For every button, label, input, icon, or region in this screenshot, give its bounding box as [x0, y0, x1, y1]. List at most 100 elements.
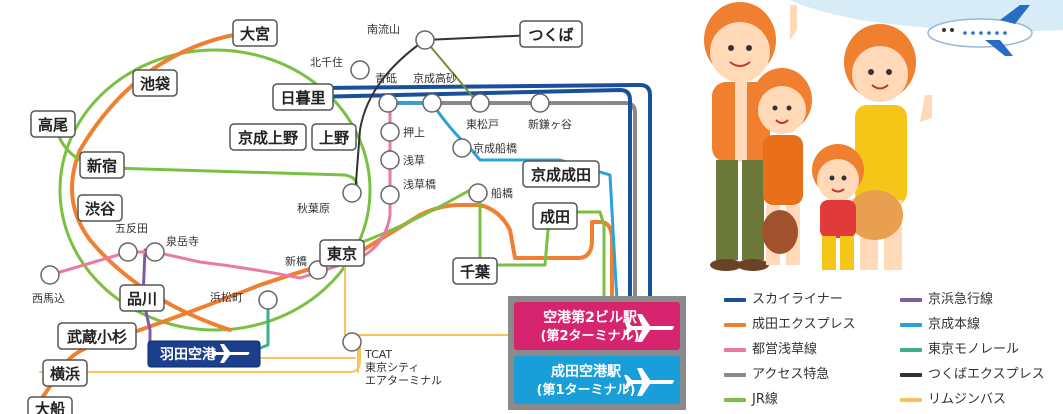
station-tokyo: 東京 — [319, 239, 365, 267]
svg-text:京成上野: 京成上野 — [238, 129, 298, 147]
label-minaminagareyama: 南流山 — [367, 22, 400, 36]
label-gotanda: 五反田 — [115, 222, 148, 235]
dot-keisei-funabashi — [452, 138, 472, 158]
legend-swatch — [900, 297, 922, 302]
narita-t2-box[interactable]: 空港第2ビル駅 (第2ターミナル) — [514, 302, 680, 350]
label-keisei-funabashi: 京成船橋 — [473, 141, 517, 155]
dot-oshiage — [380, 122, 400, 142]
dot-higashimatsudo — [470, 93, 490, 113]
station-narita: 成田 — [532, 202, 578, 230]
dot-asakusa — [380, 150, 400, 170]
legend-label: 成田エクスプレス — [752, 317, 856, 332]
svg-text:上野: 上野 — [319, 129, 349, 147]
label-asakusa: 浅草 — [403, 154, 425, 167]
station-takao: 高尾 — [30, 110, 76, 138]
station-ueno: 上野 — [311, 123, 357, 151]
dot-funabashi — [468, 183, 488, 203]
label-keisei-takasago: 京成高砂 — [413, 71, 457, 85]
station-shibuya: 渋谷 — [77, 194, 123, 222]
legend-swatch — [724, 372, 746, 377]
legend-swatch — [900, 347, 922, 352]
legend-swatch — [724, 322, 746, 327]
svg-text:つくば: つくば — [528, 26, 573, 44]
label-asakusabashi: 浅草橋 — [403, 177, 436, 191]
legend-item: 京成本線 — [900, 313, 980, 332]
legend-label: JR線 — [752, 392, 778, 407]
legend-item: スカイライナー — [724, 288, 843, 307]
label-oshiage: 押上 — [403, 125, 425, 139]
legend-label: アクセス特急 — [752, 367, 830, 382]
svg-text:東京: 東京 — [327, 245, 357, 263]
svg-text:横浜: 横浜 — [50, 365, 80, 383]
label-hamamatsucho: 浜松町 — [210, 290, 243, 304]
station-chiba: 千葉 — [452, 257, 498, 285]
label-tcat: TCAT 東京シティ エアターミナル — [364, 348, 442, 387]
legend-label: スカイライナー — [752, 292, 843, 307]
station-boxes: 大宮 池袋 高尾 新宿 渋谷 品川 武蔵小杉 横浜 — [27, 19, 600, 414]
legend-item: 成田エクスプレス — [724, 313, 856, 332]
station-omiya: 大宮 — [232, 19, 278, 47]
label-kitasenju: 北千住 — [310, 55, 343, 69]
station-keisei-narita: 京成成田 — [522, 160, 600, 188]
station-shinjuku: 新宿 — [79, 151, 125, 179]
family-illustration — [704, 2, 932, 271]
station-shinagawa: 品川 — [119, 284, 165, 312]
svg-text:池袋: 池袋 — [140, 75, 171, 93]
label-nishimagome: 西馬込 — [32, 292, 65, 305]
legend-label: つくばエクスプレス — [928, 367, 1045, 382]
dot-akihabara — [342, 183, 362, 203]
label-higashimatsudo: 東松戸 — [466, 117, 499, 131]
svg-text:高尾: 高尾 — [38, 116, 68, 134]
station-nippori: 日暮里 — [272, 83, 334, 111]
svg-text:武蔵小杉: 武蔵小杉 — [67, 328, 127, 346]
haneda-label: 羽田空港 — [160, 346, 217, 363]
svg-text:日暮里: 日暮里 — [280, 89, 325, 107]
dot-kitasenju — [350, 60, 370, 80]
station-keisei-ueno: 京成上野 — [229, 123, 307, 151]
airplane-icon — [624, 314, 674, 342]
station-ikebukuro: 池袋 — [132, 69, 178, 97]
asakusa-line — [48, 250, 352, 280]
dot-minaminagareyama — [415, 30, 435, 50]
legend-item: アクセス特急 — [724, 363, 829, 382]
legend-item: 京浜急行線 — [900, 288, 993, 307]
legend-swatch — [900, 397, 922, 402]
legend-swatch — [724, 397, 746, 402]
svg-text:渋谷: 渋谷 — [85, 200, 116, 218]
legend-item: 東京モノレール — [900, 338, 1019, 357]
svg-text:大船: 大船 — [35, 400, 65, 414]
haneda-box[interactable]: 羽田空港 — [147, 340, 261, 368]
svg-text:成田: 成田 — [540, 208, 570, 226]
legend-item: つくばエクスプレス — [900, 363, 1045, 382]
narita-t2-sublabel: (第2ターミナル) — [541, 328, 640, 344]
station-yokohama: 横浜 — [42, 359, 88, 387]
tx-mn-link — [424, 39, 479, 104]
station-ofuna: 大船 — [27, 396, 73, 414]
svg-text:千葉: 千葉 — [460, 263, 491, 281]
dot-nishimagome — [40, 265, 60, 285]
dot-asakusabashi — [380, 185, 400, 205]
legend-item: 都営浅草線 — [724, 338, 817, 357]
dot-tcat — [342, 332, 362, 352]
airplane-icon — [624, 368, 674, 396]
svg-text:新宿: 新宿 — [87, 157, 117, 175]
legend-label: 東京モノレール — [928, 342, 1020, 357]
narita-t1-label: 成田空港駅 — [551, 363, 622, 380]
airplane-illustration — [927, 5, 1033, 56]
legend-swatch — [724, 347, 746, 352]
legend-label: 京浜急行線 — [928, 292, 994, 307]
legend-item: JR線 — [724, 388, 778, 407]
tsukuba-express-line — [354, 34, 536, 196]
label-aoto: 青砥 — [375, 72, 397, 85]
dot-keisei-takasago — [422, 93, 442, 113]
dot-sengakuji — [145, 242, 165, 262]
legend-label: リムジンバス — [928, 392, 1007, 407]
svg-text:品川: 品川 — [127, 290, 157, 308]
narita-t1-box[interactable]: 成田空港駅 (第1ターミナル) — [514, 356, 680, 404]
dot-gotanda — [118, 242, 138, 262]
legend-swatch — [724, 297, 746, 302]
airplane-icon — [211, 344, 250, 363]
station-dots — [40, 30, 550, 352]
svg-text:大宮: 大宮 — [240, 25, 270, 43]
